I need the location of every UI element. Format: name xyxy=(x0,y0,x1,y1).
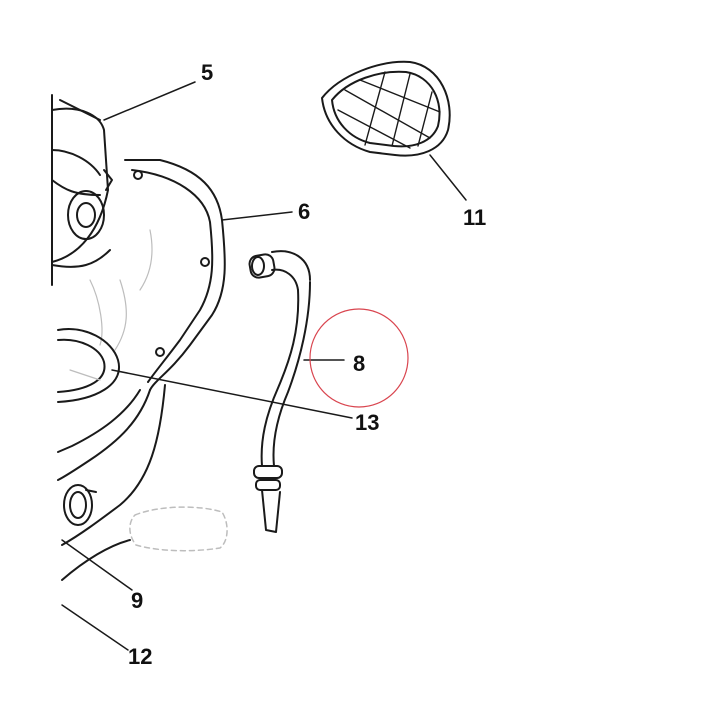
callout-11: 11 xyxy=(463,205,487,230)
part-11-grille xyxy=(321,60,451,157)
leader-11 xyxy=(429,154,467,201)
part-8-dipstick xyxy=(248,250,311,533)
leader-9 xyxy=(61,539,133,591)
callout-6: 6 xyxy=(298,199,311,224)
leader-6 xyxy=(221,211,293,221)
leader-lines xyxy=(61,81,467,651)
callout-12: 12 xyxy=(128,644,153,669)
leader-13 xyxy=(111,369,353,419)
callout-9: 9 xyxy=(131,588,144,613)
phantom-hose xyxy=(129,506,228,552)
part-9-port xyxy=(63,484,97,526)
part-6-housing xyxy=(57,159,226,581)
highlight-circle xyxy=(309,308,409,408)
bottom-crop-mask xyxy=(0,656,720,720)
leader-5 xyxy=(103,81,196,121)
callout-5: 5 xyxy=(201,60,214,85)
part-5-component xyxy=(51,99,113,268)
part-13-gasket xyxy=(57,328,121,403)
leader-12 xyxy=(61,604,129,651)
callout-12-clip: 12 xyxy=(128,642,168,668)
callout-13: 13 xyxy=(355,410,380,435)
callout-8: 8 xyxy=(353,351,366,376)
